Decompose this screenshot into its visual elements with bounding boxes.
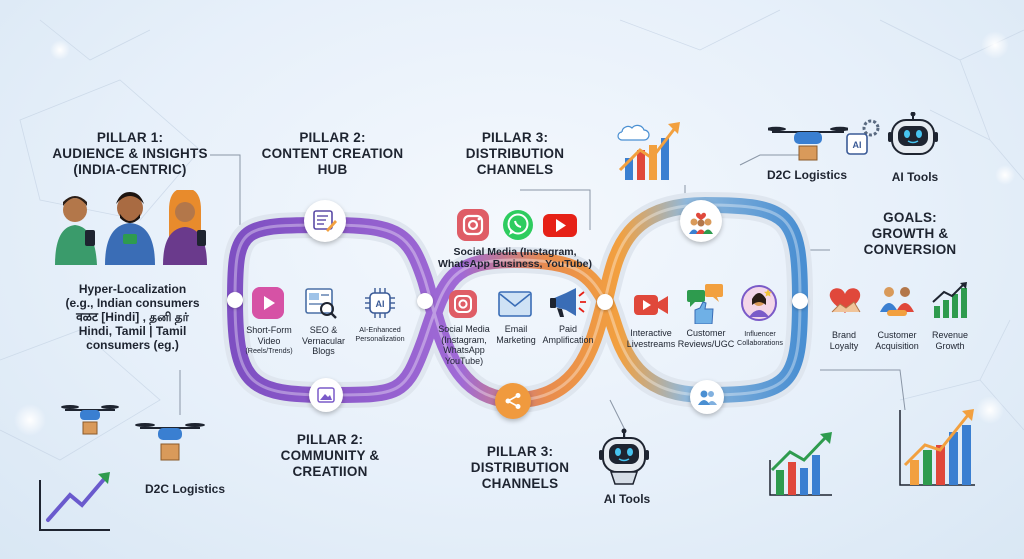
ai-chip-small-text: AI [853, 140, 862, 150]
content-hub-node[interactable] [304, 200, 346, 242]
interactive-livestreams-label: Interactive Livestreams [626, 328, 676, 349]
social-media-caption: Social Media (Instagram, WhatsApp Busine… [437, 246, 592, 270]
users-icon [698, 390, 717, 405]
revenue-growth-label: Revenue Growth [931, 330, 969, 351]
ai-gear-icon: AI [846, 119, 880, 155]
livestream-video-icon [634, 295, 668, 315]
whatsapp-icon [503, 210, 533, 240]
loop-node-dot [792, 293, 808, 309]
ai-tools-top-label: AI Tools [891, 170, 939, 184]
seo-vernacular-blogs-label: SEO & Vernacular Blogs [301, 325, 346, 356]
email-marketing-label: Email Marketing [496, 324, 536, 345]
community-heart-icon [689, 212, 713, 234]
short-video-icon [252, 287, 284, 319]
glow-dots [14, 31, 1015, 436]
drone-icon [768, 126, 848, 161]
influencer-avatar-icon [741, 285, 777, 321]
social-apps-icons [457, 209, 577, 241]
customer-reviews-label: Customer Reviews/UGC [677, 328, 735, 349]
goals-heading: GOALS: GROWTH & CONVERSION [863, 210, 957, 257]
ai-chip-icon: AI [365, 288, 395, 318]
growth-chart-bottom-center [769, 432, 832, 496]
growth-chart-bottom-right [899, 409, 975, 486]
customer-acquisition-icon [880, 287, 914, 316]
pillar3-top-heading: PILLAR 3: DISTRIBUTION CHANNELS [465, 130, 565, 177]
image-icon [317, 387, 335, 403]
ai-personalization-label: AI-Enhanced Personalization [355, 325, 405, 343]
customer-acquisition-label: Customer Acquisition [875, 330, 919, 351]
trend-arrow-chart-left [39, 472, 110, 531]
brand-loyalty-label: Brand Loyalty [829, 330, 859, 351]
document-edit-icon [313, 210, 337, 232]
share-icon [505, 393, 521, 409]
ai-robot-icon [599, 428, 649, 485]
revenue-growth-icon [932, 282, 967, 318]
instagram-icon [457, 209, 489, 241]
ai-robot-icon [888, 112, 938, 155]
short-form-video-label: Short-Form Video [246, 325, 292, 346]
reviews-ugc-icon [687, 284, 723, 324]
d2c-logistics-bottom-label: D2C Logistics [144, 482, 225, 496]
paid-amplification-label: Paid Amplification [542, 324, 594, 345]
network-background [0, 9, 1024, 461]
pillar3-bottom-heading: PILLAR 3: DISTRIBUTION CHANNELS [470, 444, 570, 491]
influencer-collaborations-label: Influencer Collaborations [737, 329, 783, 347]
delivery-drones-illustration [61, 405, 205, 461]
drone-icon [61, 405, 119, 435]
pillar1-description: Hyper-Localization (e.g., Indian consume… [65, 282, 200, 352]
pillar2-bottom-heading: PILLAR 2: COMMUNITY & CREATIION [280, 432, 380, 479]
growth-chart-top [617, 122, 680, 180]
youtube-icon [543, 214, 577, 237]
megaphone-icon [550, 288, 586, 317]
email-icon [498, 291, 532, 317]
drone-icon [135, 423, 205, 461]
short-form-video-sublabel: (Reels/Trends) [245, 346, 293, 355]
loop-node-dot [417, 293, 433, 309]
social-media-item-label: Social Media (Instagram, WhatsApp YouTub… [438, 324, 490, 366]
indian-consumers-illustration [55, 190, 207, 265]
seo-blog-icon [305, 288, 337, 319]
pillar2-top-heading: PILLAR 2: CONTENT CREATION HUB [261, 130, 404, 177]
pillar1-heading: PILLAR 1: AUDIENCE & INSIGHTS (INDIA-CEN… [52, 130, 208, 177]
loop-node-dot [227, 292, 243, 308]
brand-loyalty-icon [829, 288, 861, 313]
instagram-icon [449, 290, 477, 318]
loop-node-dot [597, 294, 613, 310]
ai-chip-text: AI [376, 299, 385, 309]
community-hearts-node[interactable] [680, 200, 722, 242]
audience-node[interactable] [690, 380, 724, 414]
ai-tools-bottom-label: AI Tools [603, 492, 651, 506]
d2c-logistics-top-label: D2C Logistics [766, 168, 847, 182]
distribution-share-node[interactable] [495, 383, 531, 419]
community-node[interactable] [309, 378, 343, 412]
